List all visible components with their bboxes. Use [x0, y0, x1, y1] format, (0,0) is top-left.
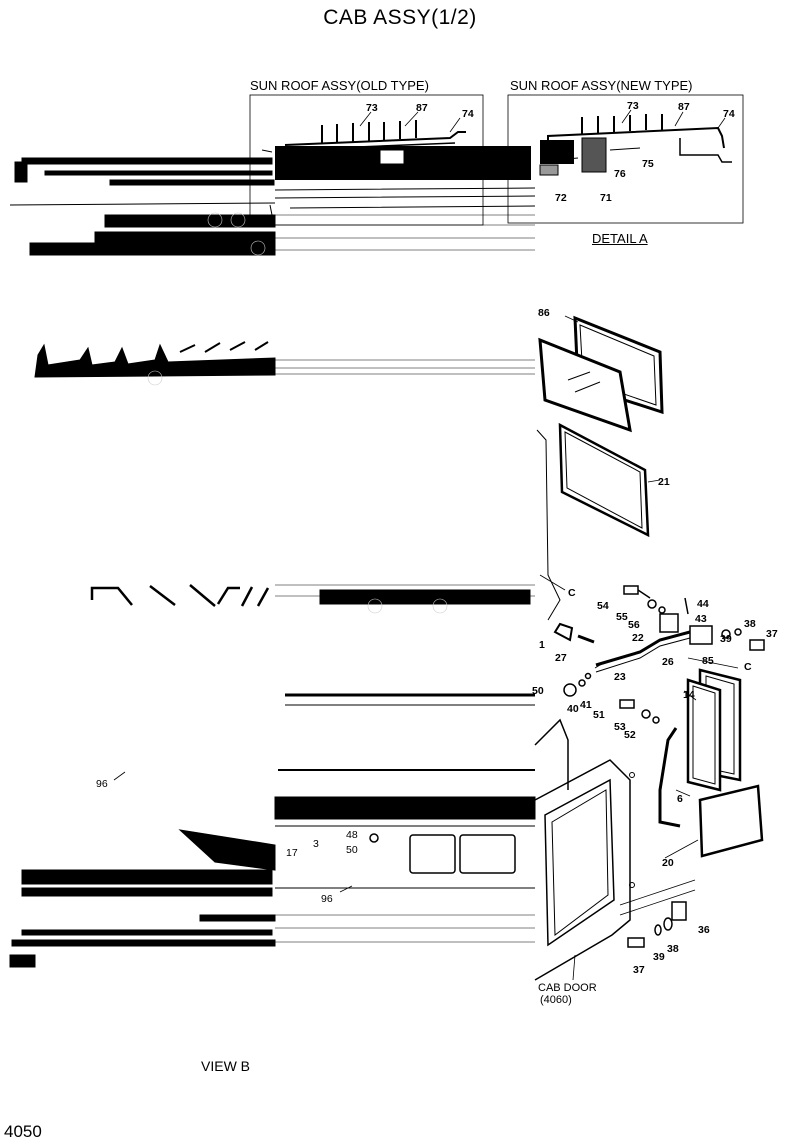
callout-74: 74: [462, 108, 474, 120]
window-glass-20: [698, 784, 764, 858]
view-b-label: VIEW B: [201, 1058, 251, 1074]
callout-72: 72: [555, 192, 567, 204]
callout-36: 36: [698, 924, 710, 936]
callout-71: 71: [600, 192, 612, 204]
callout-14: 14: [683, 689, 695, 701]
sunroof-new-studs: [581, 114, 663, 134]
hardware-group: [553, 585, 765, 724]
sunroof-old-assembly: [249, 94, 536, 226]
callout-22: 22: [632, 632, 644, 644]
callout-20: 20: [662, 857, 674, 869]
cab-door-outline: [534, 718, 696, 981]
callout-38: 38: [667, 943, 679, 955]
callout-43: 43: [695, 613, 707, 625]
callout-87: 87: [416, 102, 428, 114]
cab-roof-line: [21, 157, 273, 165]
callout-38: 38: [744, 618, 756, 630]
sunroof-new-glass-block: [581, 137, 607, 173]
callout-96: 96: [321, 893, 333, 905]
callout-52: 52: [624, 729, 636, 741]
reference-c-label: C: [744, 661, 752, 673]
callout-39: 39: [720, 633, 732, 645]
callout-27: 27: [555, 652, 567, 664]
callout-50: 50: [532, 685, 544, 697]
callout-96: 96: [96, 778, 108, 790]
background-watermark: [147, 212, 448, 614]
callout-44: 44: [697, 598, 709, 610]
callout-41: 41: [580, 699, 592, 711]
page-title: CAB ASSY(1/2): [323, 6, 477, 29]
callout-40: 40: [567, 703, 579, 715]
cab-door-ref-label: (4060): [540, 994, 572, 1006]
callout-75: 75: [642, 158, 654, 170]
callout-54: 54: [597, 600, 609, 612]
callout-6: 6: [677, 793, 683, 805]
page-number: 4050: [4, 1122, 42, 1141]
reference-c-label: C: [568, 587, 576, 599]
callout-86: 86: [538, 307, 550, 319]
sunroof-old-bracket: [379, 149, 405, 165]
callout-85: 85: [702, 655, 714, 667]
sunroof-new-label: SUN ROOF ASSY(NEW TYPE): [510, 78, 693, 93]
sunroof-old-rail: [284, 131, 466, 146]
sunroof-old-studs: [321, 120, 417, 144]
handrail-6: [658, 727, 681, 828]
callout-74: 74: [723, 108, 735, 120]
cab-lower-view: [9, 829, 535, 968]
window-glass-21: [558, 422, 650, 538]
hinge-hardware-lower: [627, 901, 687, 948]
callout-3: 3: [313, 838, 319, 850]
callout-73: 73: [366, 102, 378, 114]
callout-48: 48: [346, 829, 358, 841]
callout-26: 26: [662, 656, 674, 668]
callout-73: 73: [627, 100, 639, 112]
cab-door-label: CAB DOOR: [538, 982, 597, 994]
callout-50: 50: [346, 844, 358, 856]
cab-top-view: [9, 157, 535, 256]
callout-37: 37: [766, 628, 778, 640]
window-glass-86: [538, 315, 664, 433]
callout-17: 17: [286, 847, 298, 859]
sunroof-new-rail: [547, 126, 725, 149]
callout-39: 39: [653, 951, 665, 963]
callout-51: 51: [593, 709, 605, 721]
leader-lines: [113, 109, 739, 981]
callout-21: 21: [658, 476, 670, 488]
callout-56: 56: [628, 619, 640, 631]
callout-1: 1: [539, 639, 545, 651]
callout-55: 55: [616, 611, 628, 623]
callout-76: 76: [614, 168, 626, 180]
callout-23: 23: [614, 671, 626, 683]
cab-side-strip-lower: [90, 584, 536, 827]
window-frame-85: [686, 668, 742, 792]
callout-87: 87: [678, 101, 690, 113]
callout-37: 37: [633, 964, 645, 976]
sunroof-old-label: SUN ROOF ASSY(OLD TYPE): [250, 78, 429, 93]
bolt-54: [623, 585, 639, 595]
sunroof-new-frame: [507, 94, 744, 224]
sunroof-new-assembly: [507, 94, 744, 224]
callout-53: 53: [614, 721, 626, 733]
cab-side-strip-upper: [34, 341, 535, 378]
detail-a-label: DETAIL A: [592, 231, 648, 246]
